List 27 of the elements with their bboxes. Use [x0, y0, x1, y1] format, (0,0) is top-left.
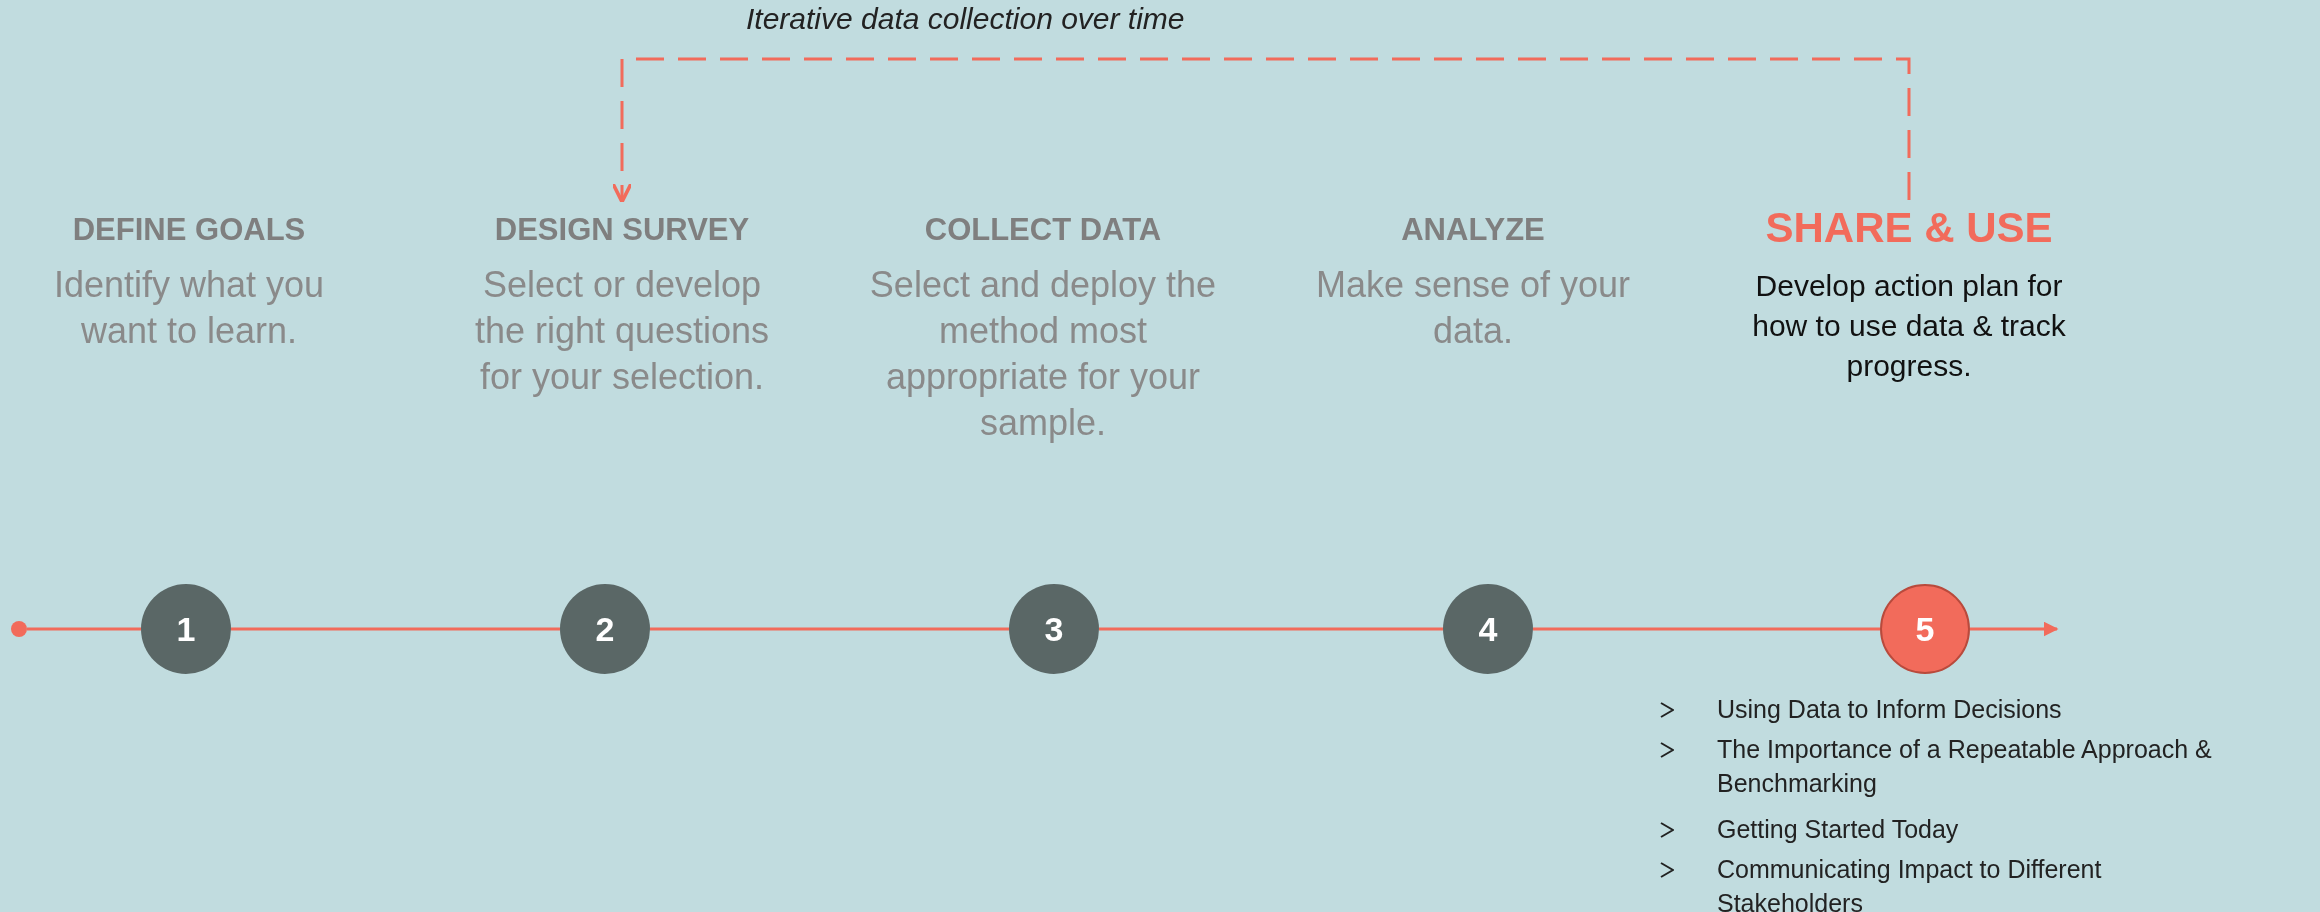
timeline-line	[1533, 627, 1880, 631]
step-number-circle: 5	[1880, 584, 1970, 674]
loop-arrow	[611, 57, 1911, 204]
step-description: Develop action plan for how to use data & track progress.	[1751, 268, 2067, 384]
timeline-line	[27, 627, 141, 631]
bullet-text: The Importance of a Repeatable Approach & Benchmarking	[1717, 734, 2213, 799]
start-dot	[11, 621, 27, 637]
step-description: Identify what you want to learn.	[52, 263, 326, 353]
timeline-line	[1970, 621, 2059, 637]
step-heading: DESIGN SURVEY	[494, 212, 750, 248]
timeline-line	[650, 627, 1009, 631]
step-description: Select or develop the right questions for your selection.	[473, 263, 771, 399]
step-heading: COLLECT DATA	[924, 212, 1162, 248]
timeline-line	[231, 627, 560, 631]
step-number-circle: 3	[1009, 584, 1099, 674]
bullet-text: Getting Started Today	[1717, 814, 1960, 845]
step-description: Select and deploy the method most appropriate for your sample.	[868, 263, 1218, 445]
bullet-text: Using Data to Inform Decisions	[1717, 694, 2063, 725]
bullet-text: Communicating Impact to Different Stakeholders	[1717, 854, 2103, 912]
step-heading: ANALYZE	[1401, 212, 1545, 248]
step-number-circle: 2	[560, 584, 650, 674]
step-number-circle: 4	[1443, 584, 1533, 674]
timeline-line	[1099, 627, 1443, 631]
step-description: Make sense of your data.	[1314, 263, 1632, 353]
step-heading: SHARE & USE	[1765, 204, 2053, 252]
step-heading: DEFINE GOALS	[72, 212, 306, 248]
step-number-circle: 1	[141, 584, 231, 674]
